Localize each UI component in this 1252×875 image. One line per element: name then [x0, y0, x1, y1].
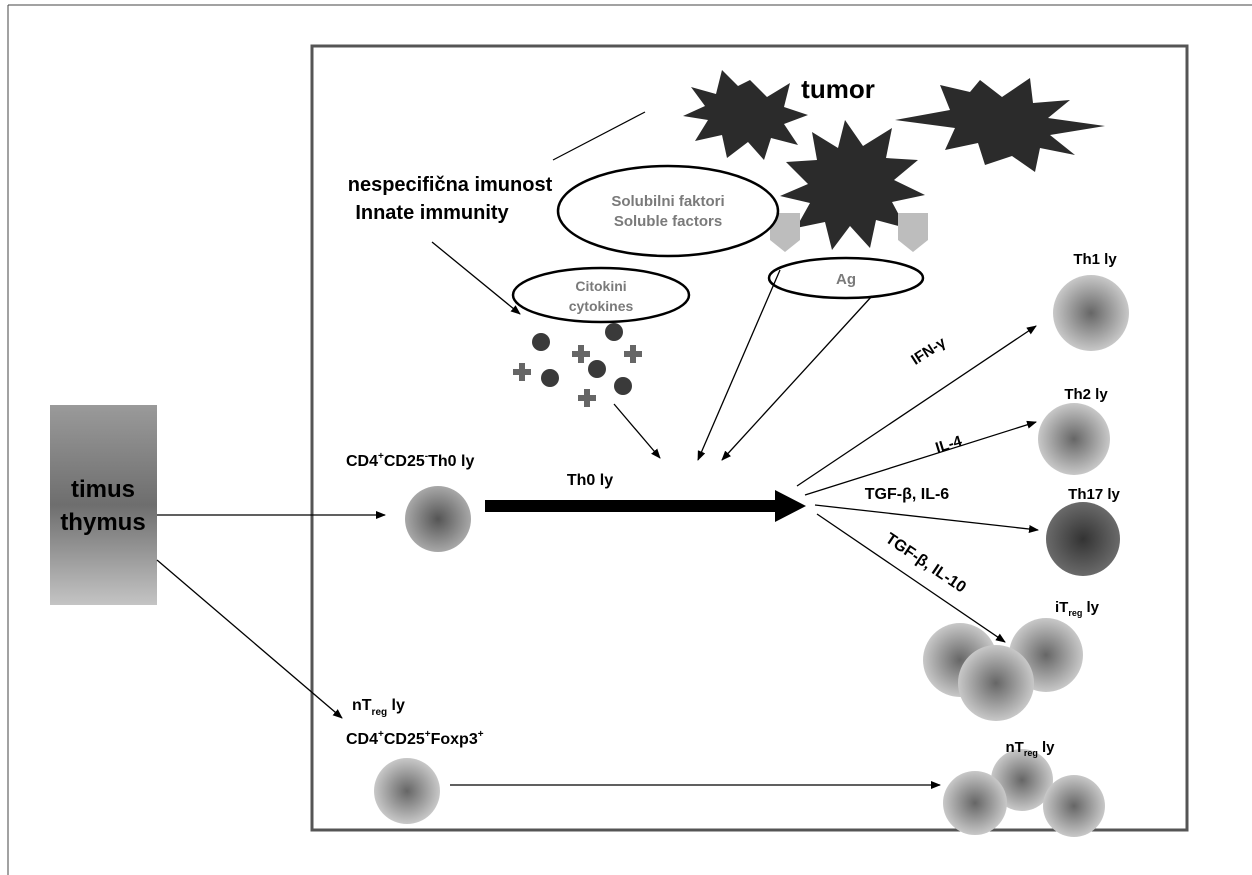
th0-main-arrow — [485, 490, 806, 522]
th1-cell — [1053, 275, 1129, 351]
ntreg-source-cell — [374, 758, 440, 824]
thymus-label-2: thymus — [60, 509, 145, 536]
soluble-label-2: Soluble factors — [614, 213, 722, 230]
ntreg-source-label: nTreg ly — [352, 697, 405, 718]
innate-label-1: nespecifična imunost — [348, 174, 553, 196]
thymus-block: timus thymus — [50, 405, 157, 605]
th0-source-label: CD4+CD25-Th0 ly — [346, 451, 474, 470]
thymus-label-1: timus — [71, 476, 135, 503]
antigen-label: Ag — [836, 271, 856, 288]
th2-cell — [1038, 403, 1110, 475]
th17-label: Th17 ly — [1068, 486, 1120, 503]
th17-signal-label: TGF-β, IL-6 — [865, 486, 950, 503]
cytokines-ellipse: Citokini cytokines — [511, 266, 691, 324]
tumor-innate-link — [552, 111, 646, 161]
soluble-label-1: Solubilni faktori — [611, 193, 724, 210]
soluble-factors-ellipse: Solubilni faktori Soluble factors — [556, 164, 780, 258]
tumor-star-3 — [895, 78, 1105, 172]
th1-signal-label: IFN-γ — [908, 334, 949, 369]
ntreg-marker-label: CD4+CD25+Foxp3+ — [346, 729, 484, 748]
th2-label: Th2 ly — [1064, 386, 1108, 403]
cytokines-label-1: Citokini — [575, 278, 626, 294]
antigen-markers — [770, 213, 928, 252]
th2-signal-label: IL-4 — [933, 432, 964, 456]
tumor-star-1 — [683, 70, 808, 160]
ntreg-target-cells — [943, 749, 1105, 837]
tumor-star-2 — [780, 120, 925, 250]
itreg-label: iTreg ly — [1055, 599, 1100, 618]
page-border — [7, 4, 1252, 875]
cytokines-label-2: cytokines — [569, 298, 634, 314]
th0-arrow-label: Th0 ly — [567, 472, 613, 489]
tumor-cells — [683, 70, 1105, 250]
th17-cell — [1046, 502, 1120, 576]
antigen-ellipse: Ag — [767, 256, 925, 300]
signal-arrows — [156, 241, 1039, 789]
cell-box — [310, 44, 1189, 832]
itreg-signal-label: TGF-β, IL-10 — [882, 530, 969, 596]
ntreg-target-label: nTreg ly — [1005, 739, 1055, 758]
th1-label: Th1 ly — [1073, 251, 1117, 268]
th0-cell — [405, 486, 471, 552]
tumor-label: tumor — [801, 74, 875, 104]
itreg-cells — [923, 618, 1083, 721]
innate-label-2: Innate immunity — [355, 202, 509, 224]
cytokine-particles — [513, 323, 642, 407]
